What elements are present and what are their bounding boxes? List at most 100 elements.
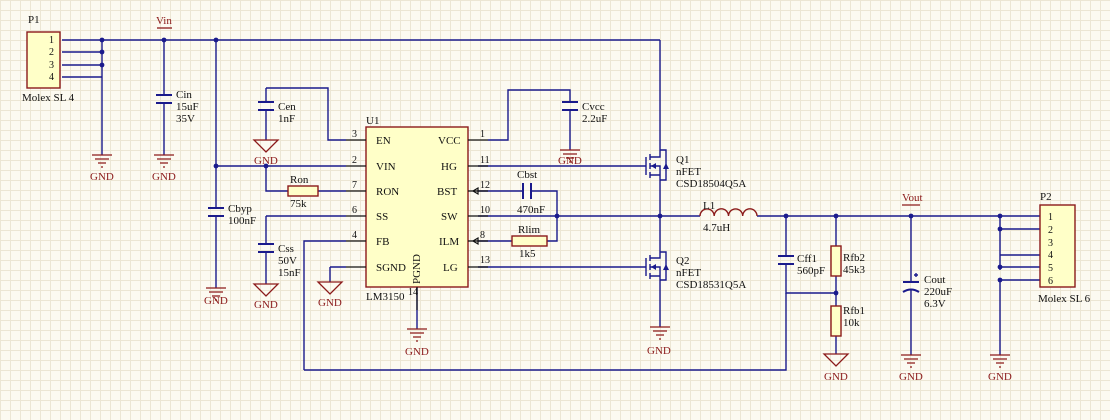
q2-type: nFET <box>676 267 701 279</box>
cvcc-value: 2.2uF <box>582 113 607 125</box>
capacitor-cin: Cin 15uF 35V <box>156 89 199 125</box>
connector-p2: P2 1 2 3 4 5 6 Molex SL 6 <box>1038 191 1091 305</box>
ron-ref: Ron <box>290 174 309 186</box>
gnd-label-cin: GND <box>152 171 176 183</box>
p1-pin-1: 1 <box>49 35 54 46</box>
resistor-rlim: Rlim 1k5 <box>511 224 548 260</box>
p1-pin-2: 2 <box>49 47 54 58</box>
q2-part: CSD18531Q5A <box>676 279 746 291</box>
gnd-labels: GND GND GND GND GND GND GND GND GND GND … <box>90 155 1012 383</box>
q1-type: nFET <box>676 166 701 178</box>
rfb2-value: 45k3 <box>843 264 866 276</box>
css-value: 15nF <box>278 267 301 279</box>
gnd-label-cvcc: GND <box>558 155 582 167</box>
ron-value: 75k <box>290 198 307 210</box>
gnd-label-p1: GND <box>90 171 114 183</box>
p2-value: Molex SL 6 <box>1038 293 1091 305</box>
u1-pin-sw: SW <box>441 211 458 223</box>
u1-pin-ron-num: 7 <box>352 180 357 191</box>
cen-value: 1nF <box>278 113 295 125</box>
gnd-label-css: GND <box>254 299 278 311</box>
resistor-rfb2: Rfb2 45k3 <box>830 245 866 277</box>
q1-ref: Q1 <box>676 154 689 166</box>
junction-dots <box>99 37 1003 296</box>
q2-ref: Q2 <box>676 255 689 267</box>
u1-pin-vcc: VCC <box>438 135 461 147</box>
u1-pin-vin: VIN <box>376 161 396 173</box>
inductor-l1: L1 4.7uH <box>699 200 758 234</box>
rlim-value: 1k5 <box>519 248 536 260</box>
capacitor-cen: Cen 1nF <box>258 101 296 125</box>
u1-pin-vin-num: 2 <box>352 155 357 166</box>
ic-u1: U1 LM3150 PGND 14 EN VIN RON SS FB SGND … <box>346 115 490 310</box>
cbyp-value: 100nF <box>228 215 256 227</box>
u1-pin-en-num: 3 <box>352 129 357 140</box>
net-labels: Vin Vout <box>156 15 923 206</box>
gnd-label-p2: GND <box>988 371 1012 383</box>
p2-pin-1: 1 <box>1048 212 1053 223</box>
net-vout-label: Vout <box>902 192 923 204</box>
gnd-label-pgnd: GND <box>405 346 429 358</box>
u1-pin-ilm: ILM <box>439 236 459 248</box>
ground-triangle-symbols <box>252 139 850 367</box>
u1-pin-bst-num: 12 <box>480 180 490 191</box>
capacitor-cbst: Cbst 470nF <box>517 169 545 216</box>
capacitor-cbyp: Cbyp 100nF <box>208 203 256 227</box>
net-vin-label: Vin <box>156 15 172 27</box>
capacitor-cvcc: Cvcc 2.2uF <box>562 101 607 125</box>
capacitor-css: Css 50V 15nF <box>258 243 301 279</box>
u1-pin-ilm-num: 8 <box>480 230 485 241</box>
p1-value: Molex SL 4 <box>22 92 75 104</box>
cff1-value: 560pF <box>797 265 825 277</box>
rlim-ref: Rlim <box>518 224 540 236</box>
p2-pin-5: 5 <box>1048 263 1053 274</box>
u1-pin-ss-num: 6 <box>352 205 357 216</box>
p1-pin-3: 3 <box>49 60 54 71</box>
cbyp-ref: Cbyp <box>228 203 252 215</box>
u1-pin-sw-num: 10 <box>480 205 490 216</box>
cin-voltage: 35V <box>176 113 195 125</box>
l1-value: 4.7uH <box>703 222 730 234</box>
u1-ref: U1 <box>366 115 379 127</box>
u1-pin-vcc-num: 1 <box>480 129 485 140</box>
u1-pin-hg: HG <box>441 161 457 173</box>
u1-pin-bst: BST <box>437 186 457 198</box>
u1-pin-fb-num: 4 <box>352 230 357 241</box>
ground-bar-symbols <box>92 149 1010 368</box>
u1-pin-sgnd: SGND <box>376 262 406 274</box>
gnd-label-cout: GND <box>899 371 923 383</box>
cen-ref: Cen <box>278 101 296 113</box>
u1-pin-ss: SS <box>376 211 388 223</box>
p2-pin-4: 4 <box>1048 250 1053 261</box>
p1-pin-4: 4 <box>49 72 54 83</box>
u1-pin-hg-num: 11 <box>480 155 490 166</box>
gnd-label-rfb1: GND <box>824 371 848 383</box>
u1-pin-ron: RON <box>376 186 399 198</box>
rfb1-ref: Rfb1 <box>843 305 865 317</box>
mosfet-q2: Q2 nFET CSD18531Q5A <box>640 248 746 291</box>
cout-voltage: 6.3V <box>924 298 946 310</box>
css-voltage: 50V <box>278 255 297 267</box>
u1-pin-lg-num: 13 <box>480 255 490 266</box>
u1-pgnd-label: PGND <box>411 254 423 284</box>
cout-value: 220uF <box>924 286 952 298</box>
cout-ref: Cout <box>924 274 945 286</box>
gnd-label-cen: GND <box>254 155 278 167</box>
capacitor-cff1: Cff1 560pF <box>778 253 825 277</box>
css-ref: Css <box>278 243 294 255</box>
u1-pgnd-num: 14 <box>408 287 418 298</box>
cin-ref: Cin <box>176 89 192 101</box>
p2-pin-6: 6 <box>1048 276 1053 287</box>
cbst-ref: Cbst <box>517 169 537 181</box>
gnd-label-q2: GND <box>647 345 671 357</box>
cbst-value: 470nF <box>517 204 545 216</box>
cin-value: 15uF <box>176 101 199 113</box>
wires <box>62 39 1040 371</box>
rfb1-value: 10k <box>843 317 860 329</box>
p2-pin-3: 3 <box>1048 238 1053 249</box>
u1-part: LM3150 <box>366 291 405 303</box>
rfb2-ref: Rfb2 <box>843 252 865 264</box>
cff1-ref: Cff1 <box>797 253 817 265</box>
u1-pin-lg: LG <box>443 262 458 274</box>
